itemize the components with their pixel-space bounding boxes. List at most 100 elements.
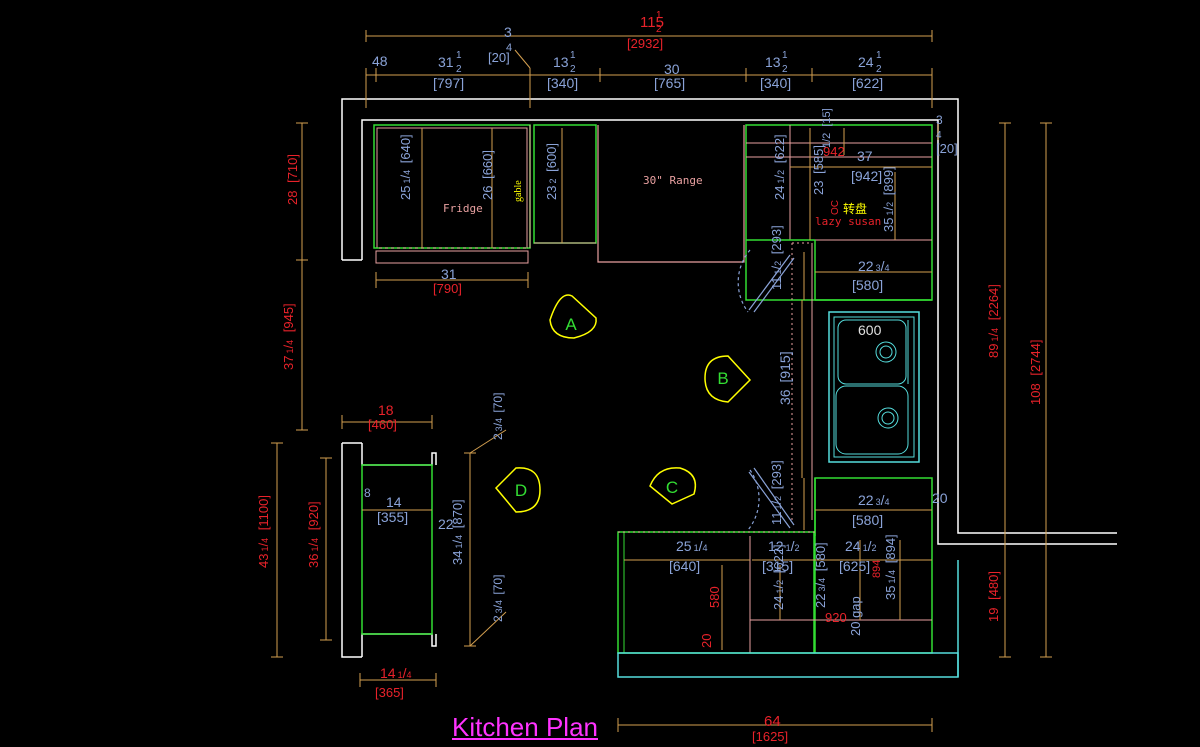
corner-w-mm: [942] bbox=[851, 168, 882, 184]
walls bbox=[341, 98, 1117, 658]
sink-label: 600 bbox=[858, 322, 882, 338]
bottom-e: 223/4 [580] bbox=[813, 542, 828, 608]
lazy-susan-cn: 转盘 bbox=[843, 201, 867, 216]
marker-c[interactable]: C bbox=[649, 467, 697, 505]
fridge-width: 31 bbox=[441, 266, 457, 282]
cabinet-23 bbox=[533, 124, 597, 244]
seg2-frac-num: 1 bbox=[456, 50, 462, 61]
overall-mm: [2932] bbox=[627, 36, 663, 51]
dimension-lines bbox=[271, 30, 1052, 732]
corner-b: 23 [585] bbox=[811, 145, 826, 195]
left-d3: 431/4 [1100] bbox=[256, 495, 271, 568]
lower-right-a-mm: [580] bbox=[852, 512, 883, 528]
seg2-in: 31 bbox=[438, 54, 454, 70]
island bbox=[361, 464, 433, 635]
corner-a: 241/2 [622] bbox=[772, 134, 787, 200]
bottom-gap: 20 gap bbox=[848, 596, 863, 636]
island-top: 18 bbox=[378, 402, 394, 418]
seg3-frac-num: 1 bbox=[570, 50, 576, 61]
island-right-22: 22 bbox=[438, 516, 454, 532]
door-swing-upper bbox=[737, 249, 795, 313]
bottom-a-mm: [640] bbox=[669, 558, 700, 574]
bottom-total: 64 bbox=[764, 713, 781, 730]
right-r4-den: 4 bbox=[936, 130, 942, 141]
island-bottom-mm: [365] bbox=[375, 685, 404, 700]
bottom-red-580: 580 bbox=[707, 586, 722, 608]
left-d2: 371/4 [945] bbox=[281, 303, 296, 370]
seg3-in: 13 bbox=[553, 54, 569, 70]
sink-run: 36 [915] bbox=[777, 351, 793, 405]
cab23: 232 [600] bbox=[544, 143, 559, 200]
lower-right-gap: 20 bbox=[932, 490, 948, 506]
corner-red-oc: OC bbox=[830, 200, 841, 215]
marker-c-label: C bbox=[666, 478, 678, 497]
island-inner-a: 8 bbox=[364, 486, 371, 500]
seg6-frac-den: 2 bbox=[876, 64, 882, 75]
fridge-depth: 251/4 [640] bbox=[398, 134, 413, 200]
corner-cabinet bbox=[745, 124, 933, 301]
corner-e-mm: [580] bbox=[852, 277, 883, 293]
bottom-f: 351/4 [894] bbox=[883, 534, 898, 600]
marker-d[interactable]: D bbox=[494, 467, 541, 513]
right-r4-mm: [20] bbox=[936, 141, 958, 156]
right-r3: 19 [480] bbox=[986, 571, 1001, 622]
overall-frac-num: 1 bbox=[656, 10, 662, 21]
fridge-label: Fridge bbox=[443, 202, 483, 215]
seg1: 48 bbox=[372, 53, 388, 69]
gap-num: 3 bbox=[504, 24, 512, 40]
seg5-mm: [340] bbox=[760, 75, 791, 91]
page-title: Kitchen Plan bbox=[452, 712, 598, 742]
seg3-frac-den: 2 bbox=[570, 64, 576, 75]
seg5-frac-num: 1 bbox=[782, 50, 788, 61]
seg2-frac-den: 2 bbox=[456, 64, 462, 75]
range-label: 30" Range bbox=[643, 174, 703, 187]
sink-run bbox=[791, 242, 920, 520]
bottom-run-cabinets bbox=[617, 531, 959, 678]
island-top-mm: [460] bbox=[368, 417, 397, 432]
bottom-red-20: 20 bbox=[699, 634, 714, 648]
overall-width: 115 bbox=[640, 14, 664, 31]
door2: 111/2 [293] bbox=[769, 460, 784, 525]
gable-label: gable bbox=[513, 180, 524, 202]
seg5-in: 13 bbox=[765, 54, 781, 70]
bottom-b-mm: [315] bbox=[762, 558, 793, 574]
seg3-mm: [340] bbox=[547, 75, 578, 91]
door-swing-lower bbox=[747, 467, 795, 531]
gap-mm: [20] bbox=[488, 50, 510, 65]
corner-red-942: 942 bbox=[823, 144, 845, 159]
corner-c: 1/2 [15] bbox=[821, 108, 833, 148]
corner-w: 37 bbox=[857, 148, 873, 164]
seg4-in: 30 bbox=[664, 61, 680, 77]
fridge-width-mm: [790] bbox=[433, 281, 462, 296]
island-top-offset: 23/4 [70] bbox=[491, 393, 505, 440]
marker-b-label: B bbox=[717, 369, 728, 388]
seg6-frac-num: 1 bbox=[876, 50, 882, 61]
fridge-cabinet bbox=[373, 124, 531, 264]
seg4-mm: [765] bbox=[654, 75, 685, 91]
marker-d-label: D bbox=[515, 481, 527, 500]
marker-b[interactable]: B bbox=[704, 355, 752, 403]
bottom-red-894: 894 bbox=[871, 560, 883, 578]
door1: 111/2 [293] bbox=[769, 225, 784, 290]
range bbox=[597, 125, 745, 263]
right-r4-num: 3 bbox=[936, 113, 943, 127]
gap-den: 4 bbox=[506, 42, 512, 54]
marker-a-label: A bbox=[565, 315, 577, 334]
lazy-susan-en: lazy susan bbox=[815, 215, 881, 228]
left-d1: 28 [710] bbox=[285, 154, 300, 205]
seg2-mm: [797] bbox=[433, 75, 464, 91]
bottom-c-mm: [625] bbox=[839, 558, 870, 574]
bottom-red-920: 920 bbox=[825, 610, 847, 625]
seg5-frac-den: 2 bbox=[782, 64, 788, 75]
island-inner-b: 14 bbox=[386, 494, 402, 510]
corner-d: 351/2 [899] bbox=[881, 166, 896, 232]
bottom-total-mm: [1625] bbox=[752, 729, 788, 744]
right-r1: 891/4 [2264] bbox=[986, 284, 1001, 358]
seg6-in: 24 bbox=[858, 54, 874, 70]
marker-a[interactable]: A bbox=[549, 294, 597, 339]
